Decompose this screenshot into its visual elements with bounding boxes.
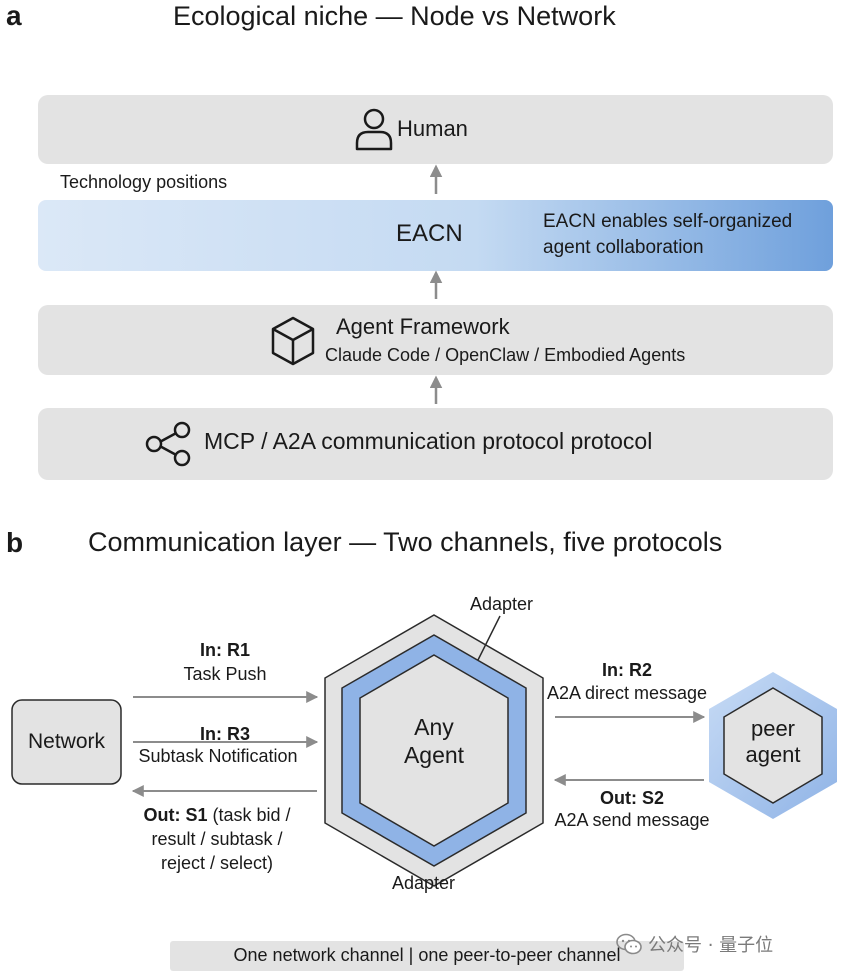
eacn-note-line1: EACN enables self-organized [543, 211, 793, 232]
r1-code: In: R1 [199, 640, 250, 660]
adapter-top-label: Adapter [470, 594, 534, 614]
footer-text: One network channel | one peer-to-peer c… [233, 945, 621, 965]
panel-a-title: Ecological niche — Node vs Network [173, 1, 616, 31]
framework-label: Agent Framework [336, 314, 510, 339]
human-layer: Human [38, 95, 833, 164]
eacn-label: EACN [396, 220, 463, 247]
person-icon [355, 108, 393, 151]
adapter-bottom-label: Adapter [392, 873, 456, 893]
network-label: Network [27, 730, 106, 753]
s1-desc-1: (task bid / [207, 805, 291, 825]
human-label: Human [397, 116, 468, 141]
s2-code: Out: S2 [599, 788, 664, 808]
wechat-icon [616, 933, 642, 955]
protocol-layer: MCP / A2A communication protocol protoco… [38, 408, 833, 480]
watermark: 公众号 · 量子位 [616, 931, 773, 957]
r3-code: In: R3 [199, 724, 250, 744]
r2-code: In: R2 [601, 660, 652, 680]
framework-subtitle: Claude Code / OpenClaw / Embodied Agents [325, 345, 686, 365]
s1-line2: result / subtask / [151, 829, 283, 849]
technology-positions-label: Technology positions [60, 172, 228, 192]
any-agent-hexagon [359, 654, 509, 847]
panel-b-title: Communication layer — Two channels, five… [88, 527, 723, 557]
s2-description: A2A send message [554, 810, 710, 830]
cube-icon [271, 316, 315, 366]
panel-b-diagram [11, 614, 837, 887]
r3-description: Subtask Notification [138, 746, 298, 766]
s1-code: Out: S1 [143, 805, 208, 825]
s1-line3: reject / select) [160, 853, 274, 873]
panel-b-letter: b [6, 527, 24, 558]
s1-line1: Out: S1 (task bid / [117, 805, 317, 826]
share-icon [145, 421, 191, 467]
eacn-note-line2: agent collaboration [543, 237, 704, 258]
panel-a-letter: a [6, 0, 22, 31]
watermark-text: 公众号 · 量子位 [648, 935, 774, 956]
eacn-layer: EACN EACN enables self-organized agent c… [38, 200, 833, 271]
adapter-leader-line [477, 615, 501, 661]
peer-agent-line2: agent [745, 742, 801, 767]
peer-agent-hexagon [723, 687, 823, 804]
protocol-label: MCP / A2A communication protocol protoco… [204, 428, 653, 454]
any-agent-line1: Any [414, 714, 454, 740]
footer-bar: One network channel | one peer-to-peer c… [170, 941, 684, 971]
r1-description: Task Push [183, 664, 267, 684]
peer-agent-line1: peer [750, 716, 796, 741]
panel-a-arrows [429, 164, 443, 404]
agent-framework-layer: Agent Framework Claude Code / OpenClaw /… [38, 305, 833, 375]
any-agent-line2: Agent [403, 742, 465, 768]
r2-description: A2A direct message [546, 683, 708, 703]
network-node [11, 699, 122, 785]
